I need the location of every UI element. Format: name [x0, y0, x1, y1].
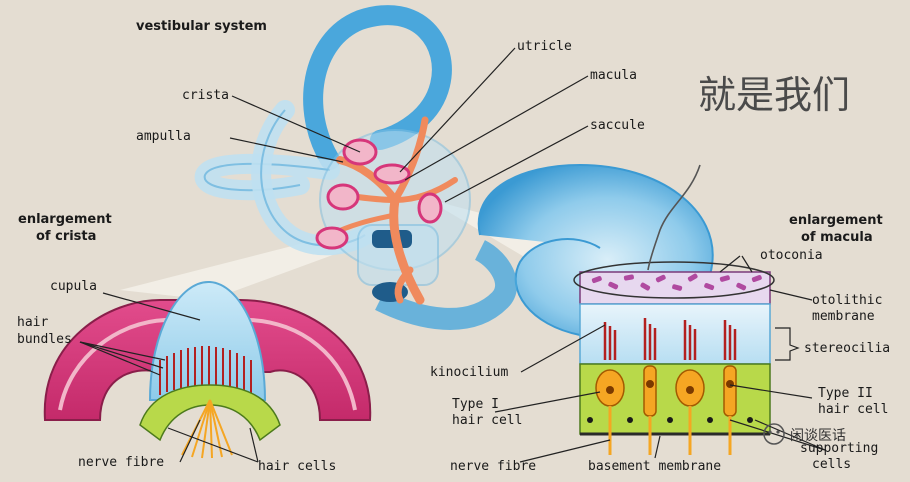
label-type2-2: hair cell: [818, 402, 888, 417]
otoconia-crystals: [591, 273, 762, 291]
label-otolithic-1: otolithic: [812, 293, 882, 308]
label-kinocilium: kinocilium: [430, 365, 508, 380]
label-supporting-2: cells: [812, 457, 851, 472]
label-crista: crista: [182, 88, 229, 103]
label-type1-2: hair cell: [452, 413, 522, 428]
label-saccule: saccule: [590, 118, 645, 133]
leader-lines: [79, 47, 826, 463]
macula-stereocilia: [603, 318, 737, 360]
macula-nerve-fibres: [608, 406, 732, 455]
handwriting-text: 就是我们: [698, 73, 850, 117]
crista-projection: [120, 235, 360, 300]
heading-enlargement-macula-1: enlargement: [789, 213, 883, 228]
macula-enlargement: [573, 261, 800, 455]
label-hair-bundles-1: hair: [17, 315, 48, 330]
watermark-text: 闲谈医话: [790, 428, 846, 444]
heading-enlargement-crista-2: of crista: [36, 229, 96, 244]
label-macula: macula: [590, 68, 637, 83]
label-hair-cells: hair cells: [258, 459, 336, 474]
label-nerve-fibre-left: nerve fibre: [78, 455, 164, 470]
label-hair-bundles-2: bundles: [17, 332, 72, 347]
label-basement-membrane: basement membrane: [588, 459, 721, 474]
macula-hair-cells: [587, 365, 753, 423]
label-otolithic-2: membrane: [812, 309, 875, 324]
crista-hair-bundles: [159, 346, 252, 395]
label-type1-1: Type I: [452, 397, 499, 412]
label-cupula: cupula: [50, 279, 97, 294]
label-otoconia: otoconia: [760, 248, 823, 263]
label-supporting-1: supporting: [800, 441, 878, 456]
label-ampulla: ampulla: [136, 129, 191, 144]
watermark: 闲谈医话: [763, 423, 846, 445]
heading-enlargement-macula-2: of macula: [801, 230, 873, 245]
label-type2-1: Type II: [818, 386, 873, 401]
handwritten-arrow: [647, 164, 701, 271]
label-utricle: utricle: [517, 39, 572, 54]
label-stereocilia: stereocilia: [804, 341, 890, 356]
crista-enlargement: [43, 280, 372, 459]
title-vestibular-system: vestibular system: [136, 19, 267, 34]
heading-enlargement-crista-1: enlargement: [18, 212, 112, 227]
label-nerve-fibre-right: nerve fibre: [450, 459, 536, 474]
